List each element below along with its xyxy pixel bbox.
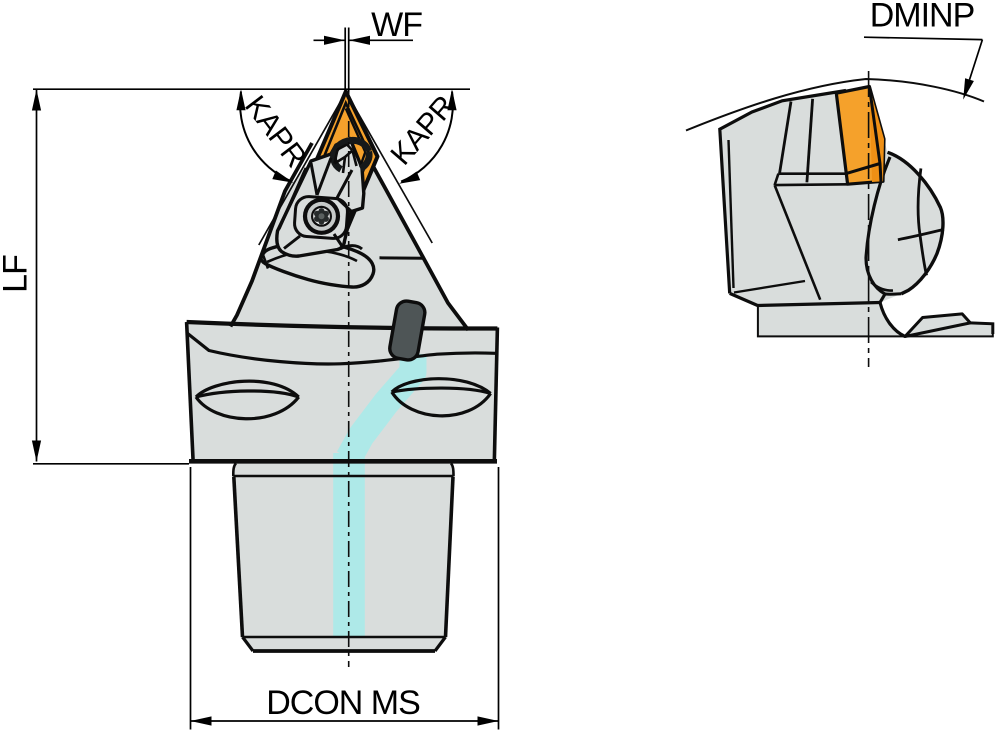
svg-text:DMINP: DMINP: [870, 0, 975, 35]
svg-text:KAPR: KAPR: [238, 90, 312, 174]
svg-text:DCON MS: DCON MS: [266, 684, 420, 722]
svg-text:KAPR: KAPR: [385, 90, 462, 172]
svg-text:LF: LF: [0, 255, 35, 293]
svg-text:WF: WF: [371, 6, 422, 44]
